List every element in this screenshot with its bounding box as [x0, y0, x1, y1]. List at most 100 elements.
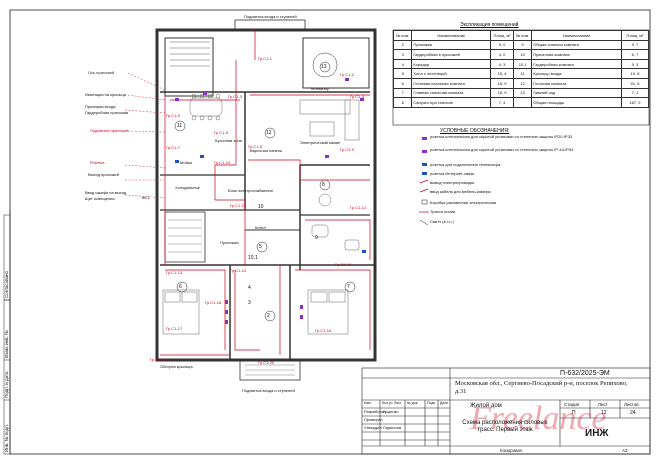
explication-cell: 9, 7 [620, 39, 650, 51]
copied-label: Копировал [500, 448, 523, 453]
sheet-title: Схема расположения силовых трасс. Первый… [462, 420, 548, 433]
room-number: 5 [259, 244, 262, 250]
explication-cell: Холл с лестницей [411, 68, 492, 79]
bottom-entry-label: Подсветка входа и ступеней [242, 388, 295, 393]
room-number: 8 [322, 182, 325, 188]
dim-left: 66.1 [142, 195, 150, 200]
room-name: Электрический камин [300, 140, 341, 145]
stage-header: Стадия [564, 402, 580, 407]
leader-lines [124, 72, 166, 199]
explication-cell: 7 [392, 87, 413, 99]
room-name: Прихожая [220, 240, 239, 245]
legend-item: розетка Интернет-связи [430, 171, 475, 176]
room-name: Мойка [180, 160, 192, 165]
explication-cell: Гостиная комната [531, 77, 622, 89]
explication-cell: 187, 9 [620, 97, 650, 108]
explication-header-row: № пом. Наименование Площ. м² № пом. Наим… [392, 30, 650, 41]
legend-item: Трасса линии [430, 209, 456, 214]
explication-cell: 11 [512, 68, 533, 79]
explication-cell: Прихожая [411, 39, 492, 51]
circuit-label: Гр.C1-9 [340, 147, 354, 152]
explication-cell: 19, 8 [620, 68, 650, 79]
explication-cell: 3 [392, 49, 413, 60]
circuit-label: Гр.C1-5 [166, 113, 180, 118]
explication-cell: 4, 0 [490, 49, 514, 60]
circuit-label: Гр.C1-10 [214, 160, 231, 165]
explication-cell: Гардеробная комната [531, 58, 622, 70]
rev-header: Подп. [427, 401, 437, 405]
room-name: Кухонная зона [215, 138, 242, 143]
sheet-header: Лист [598, 402, 608, 407]
outlet-markers [175, 78, 366, 324]
sheets-value: 24 [630, 410, 636, 416]
room-number: 12 [266, 130, 272, 136]
strip-label: Инв. № подл. [4, 423, 9, 452]
explication-cell: 16, 9 [490, 77, 514, 89]
building-walls [155, 28, 377, 362]
col-header: Наименование [411, 30, 492, 41]
explication-cell: 4 [392, 58, 413, 70]
circuit-label: Гр.C1-15 [335, 262, 352, 267]
explication-cell: Главная спальная комната [411, 87, 492, 99]
explication-cell: 9 [512, 39, 533, 51]
legend-item: розетка штепсельная для скрытой установк… [430, 147, 574, 152]
title-block-lines [361, 367, 651, 455]
explication-cell: Гардеробная в прихожей [411, 49, 492, 60]
object-name: Жилой дом [470, 403, 502, 409]
sheet-value: 12 [601, 410, 607, 416]
explication-cell: Прачечная комната [531, 49, 622, 60]
legend-title: УСЛОВНЫЕ ОБОЗНАЧЕНИЯ: [440, 128, 510, 134]
left-note: Гардеробная прихожая [85, 110, 129, 115]
explication-cell: 6, 7 [620, 49, 650, 60]
left-note: Подсветка прихожей [90, 128, 129, 133]
explication-cell: 5, 3 [620, 58, 650, 70]
role-label: Утвердил [364, 425, 382, 430]
rev-header: Дата [440, 401, 448, 405]
explication-cell: 51, 6 [620, 77, 650, 89]
sheets-header: Листов [624, 402, 639, 407]
room-name: Варочная панель [250, 148, 283, 153]
room-number: 2 [267, 313, 270, 319]
explication-cell: 15, 4 [490, 68, 514, 79]
company-logo: ИНЖ [585, 428, 609, 439]
circuit-label: Гр.C1-1 [258, 56, 272, 61]
room-number: 13 [321, 64, 327, 70]
explication-cell: 10 [512, 49, 533, 60]
explication-cell: Общая спальня комната [531, 39, 622, 51]
col-header: Площ. м² [490, 30, 514, 41]
explication-title: Экспликация помещений [460, 22, 519, 28]
explication-cell: Санузел при спальне [411, 97, 492, 108]
legend-item: вывод электропроводки [430, 180, 475, 185]
legend-item: розетка штепсельная для скрытой установк… [430, 134, 573, 139]
col-header: Наименование [531, 30, 622, 41]
room-name: Блок электроснабжения [228, 188, 273, 193]
circuit-label: Гр.C1-11 [230, 203, 246, 208]
watermark: Freelance [470, 400, 607, 437]
left-note: Ось прихожей [88, 70, 115, 75]
explication-cell: Крыльцо входа [531, 68, 622, 79]
room-name: Телевизор [310, 86, 330, 91]
explication-cell: 13 [512, 87, 533, 99]
rev-header: № док. [407, 401, 419, 405]
furniture [162, 93, 360, 335]
circuit-label: Гр.C1-17 [166, 326, 183, 331]
role-name: Ларионов [383, 425, 402, 430]
left-note: Щит освещения [85, 196, 115, 201]
format-label: А3 [622, 448, 628, 453]
room-number: 3 [248, 300, 251, 306]
explication-table: № пом. Наименование Площ. м² № пом. Наим… [392, 30, 650, 108]
left-note: Розетка [90, 160, 105, 165]
stage-value: П [572, 410, 576, 416]
room-number: 6 [179, 284, 182, 290]
room-number: 10 [258, 204, 264, 210]
left-note: Ввод шкафа на выход [85, 190, 127, 195]
left-note: Прихожая входа [85, 104, 116, 109]
circuit-label: Гр.C1-16 [205, 300, 222, 305]
col-header: № пом. [392, 30, 413, 41]
circuit-label: Гр.C1-13 [166, 270, 183, 275]
explication-cell: 10.1 [512, 58, 533, 70]
